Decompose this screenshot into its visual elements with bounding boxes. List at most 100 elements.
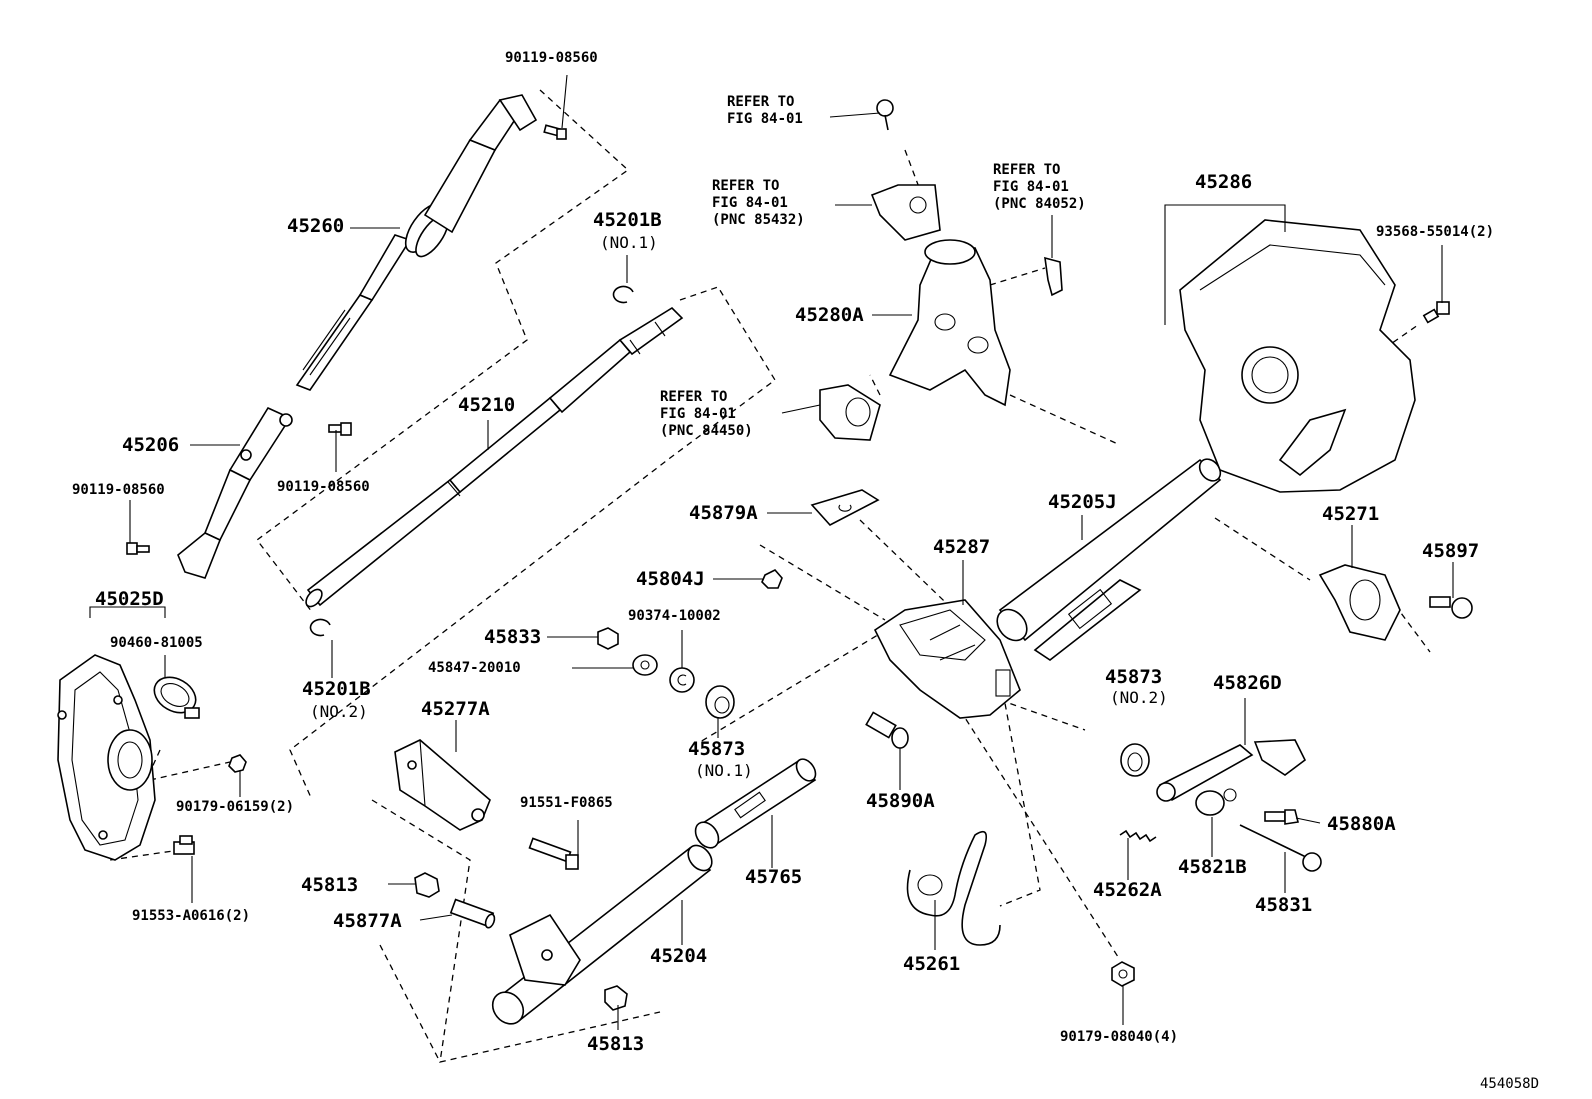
- part-number-45804J: 45804J: [636, 568, 705, 590]
- bolt-45897: [1429, 596, 1473, 619]
- column-tube-45204: [491, 844, 713, 1025]
- reference-note-pnc-84052: REFER TO FIG 84-01 (PNC 84052): [993, 162, 1086, 213]
- part-number-90119-08560-mid: 90119-08560: [277, 479, 370, 495]
- reference-line-3: (PNC 84052): [993, 196, 1086, 212]
- tilt-bracket-45287: [873, 599, 1021, 719]
- intermediate-shaft-45260: [295, 94, 538, 391]
- bolt-90119-08560-left: [126, 542, 150, 555]
- reference-line-2: FIG 84-01: [712, 195, 788, 211]
- snap-ring-45201B-no2: [309, 618, 331, 637]
- part-number-45260: 45260: [287, 215, 345, 237]
- reference-line-2: FIG 84-01: [727, 111, 803, 127]
- part-number-90119-08560-left: 90119-08560: [72, 482, 165, 498]
- bolt-91551-F0865: [528, 837, 579, 870]
- bolt-45890A: [865, 711, 909, 749]
- reference-note-pnc-85432: REFER TO FIG 84-01 (PNC 85432): [712, 178, 805, 229]
- leader-lines: [89, 74, 1454, 1030]
- bolt-90119-08560-top: [543, 124, 567, 140]
- main-shaft-45210: [305, 306, 684, 608]
- part-number-45813-a: 45813: [301, 874, 359, 896]
- spring-45262A: [1119, 829, 1157, 843]
- bushing-45833: [597, 627, 619, 650]
- part-number-45847-20010: 45847-20010: [428, 660, 521, 676]
- bolt-45880A: [1264, 809, 1299, 825]
- part-number-45880A: 45880A: [1327, 813, 1396, 835]
- bolt-90119-08560-mid: [328, 422, 352, 436]
- part-number-90460-81005: 90460-81005: [110, 635, 203, 651]
- part-number-45826D: 45826D: [1213, 672, 1282, 694]
- part-number-45280A: 45280A: [795, 304, 864, 326]
- screw-93568-55014: [1422, 301, 1450, 324]
- bracket-45271: [1318, 564, 1401, 641]
- assembly-guide-lines: [108, 89, 1431, 1063]
- universal-joint-45206: [177, 406, 293, 579]
- reference-line-1: REFER TO: [712, 178, 780, 194]
- part-number-45201B-no2-qualifier: (NO.2): [310, 702, 368, 721]
- bushing-45873-no2: [1120, 743, 1150, 777]
- snap-ring-45201B-no1: [612, 285, 634, 304]
- lock-housing-45280A: [888, 239, 1011, 407]
- reference-line-1: REFER TO: [727, 94, 795, 110]
- nut-90179-08040: [1111, 961, 1135, 987]
- reference-line-2: FIG 84-01: [660, 406, 736, 422]
- column-hole-cover-45025D: [57, 654, 156, 861]
- ref-part-85432: [870, 184, 941, 241]
- part-number-45873-no2: 45873: [1105, 666, 1163, 688]
- part-number-93568-55014: 93568-55014(2): [1376, 224, 1495, 240]
- diagram-id: 454058D: [1480, 1076, 1540, 1092]
- reference-line-1: REFER TO: [660, 389, 728, 405]
- rod-45831: [1239, 824, 1322, 872]
- ref-part-84052: [1044, 256, 1063, 297]
- ring-45821B: [1195, 788, 1237, 816]
- reference-line-2: FIG 84-01: [993, 179, 1069, 195]
- part-number-90374-10002: 90374-10002: [628, 608, 721, 624]
- part-number-45206: 45206: [122, 434, 180, 456]
- washer-45847-20010: [632, 654, 658, 676]
- bushing-45873-no1: [705, 685, 735, 719]
- reference-line-3: (PNC 85432): [712, 212, 805, 228]
- reference-note-pnc-84450: REFER TO FIG 84-01 (PNC 84450): [660, 389, 753, 440]
- part-number-90179-06159: 90179-06159(2): [176, 799, 295, 815]
- part-number-45201B-no1: 45201B: [593, 209, 662, 231]
- part-number-45262A: 45262A: [1093, 879, 1162, 901]
- lever-45826D: [1156, 739, 1307, 802]
- reference-note-fig-84-01-top: REFER TO FIG 84-01: [727, 94, 803, 128]
- part-number-45879A: 45879A: [689, 502, 758, 524]
- part-number-45277A: 45277A: [421, 698, 490, 720]
- part-number-45897: 45897: [1422, 540, 1480, 562]
- reference-line-1: REFER TO: [993, 162, 1061, 178]
- nut-45804J: [761, 569, 783, 589]
- part-number-45271: 45271: [1322, 503, 1380, 525]
- part-number-45287: 45287: [933, 536, 991, 558]
- part-number-45205J: 45205J: [1048, 491, 1117, 513]
- part-number-45890A: 45890A: [866, 790, 935, 812]
- bushing-45813-b: [604, 985, 628, 1011]
- part-number-45873-no2-qualifier: (NO.2): [1110, 688, 1168, 707]
- part-number-45873-no1: 45873: [688, 738, 746, 760]
- ref-part-84450: [819, 384, 881, 441]
- column-cover-45286: [1179, 219, 1416, 493]
- clamp-90460-81005: [153, 676, 200, 719]
- spring-45261: [906, 830, 1001, 946]
- part-number-45286: 45286: [1195, 171, 1253, 193]
- part-number-45833: 45833: [484, 626, 542, 648]
- part-number-45873-no1-qualifier: (NO.1): [695, 761, 753, 780]
- part-number-45877A: 45877A: [333, 910, 402, 932]
- part-number-45831: 45831: [1255, 894, 1313, 916]
- upper-tube-45205J: [996, 458, 1222, 661]
- bracket-45277A: [394, 739, 491, 831]
- part-number-45813-b: 45813: [587, 1033, 645, 1055]
- bushing-45813-a: [414, 872, 440, 898]
- part-number-45201B-no2: 45201B: [302, 678, 371, 700]
- part-number-45821B: 45821B: [1178, 856, 1247, 878]
- part-number-45261: 45261: [903, 953, 961, 975]
- part-number-90119-08560-top: 90119-08560: [505, 50, 598, 66]
- reference-line-3: (PNC 84450): [660, 423, 753, 439]
- part-number-45204: 45204: [650, 945, 708, 967]
- pin-45877A: [449, 898, 496, 929]
- bolt-91553-A0616: [173, 835, 195, 855]
- part-number-45201B-no1-qualifier: (NO.1): [600, 233, 658, 252]
- nut-90179-06159: [228, 754, 247, 773]
- part-number-45210: 45210: [458, 394, 516, 416]
